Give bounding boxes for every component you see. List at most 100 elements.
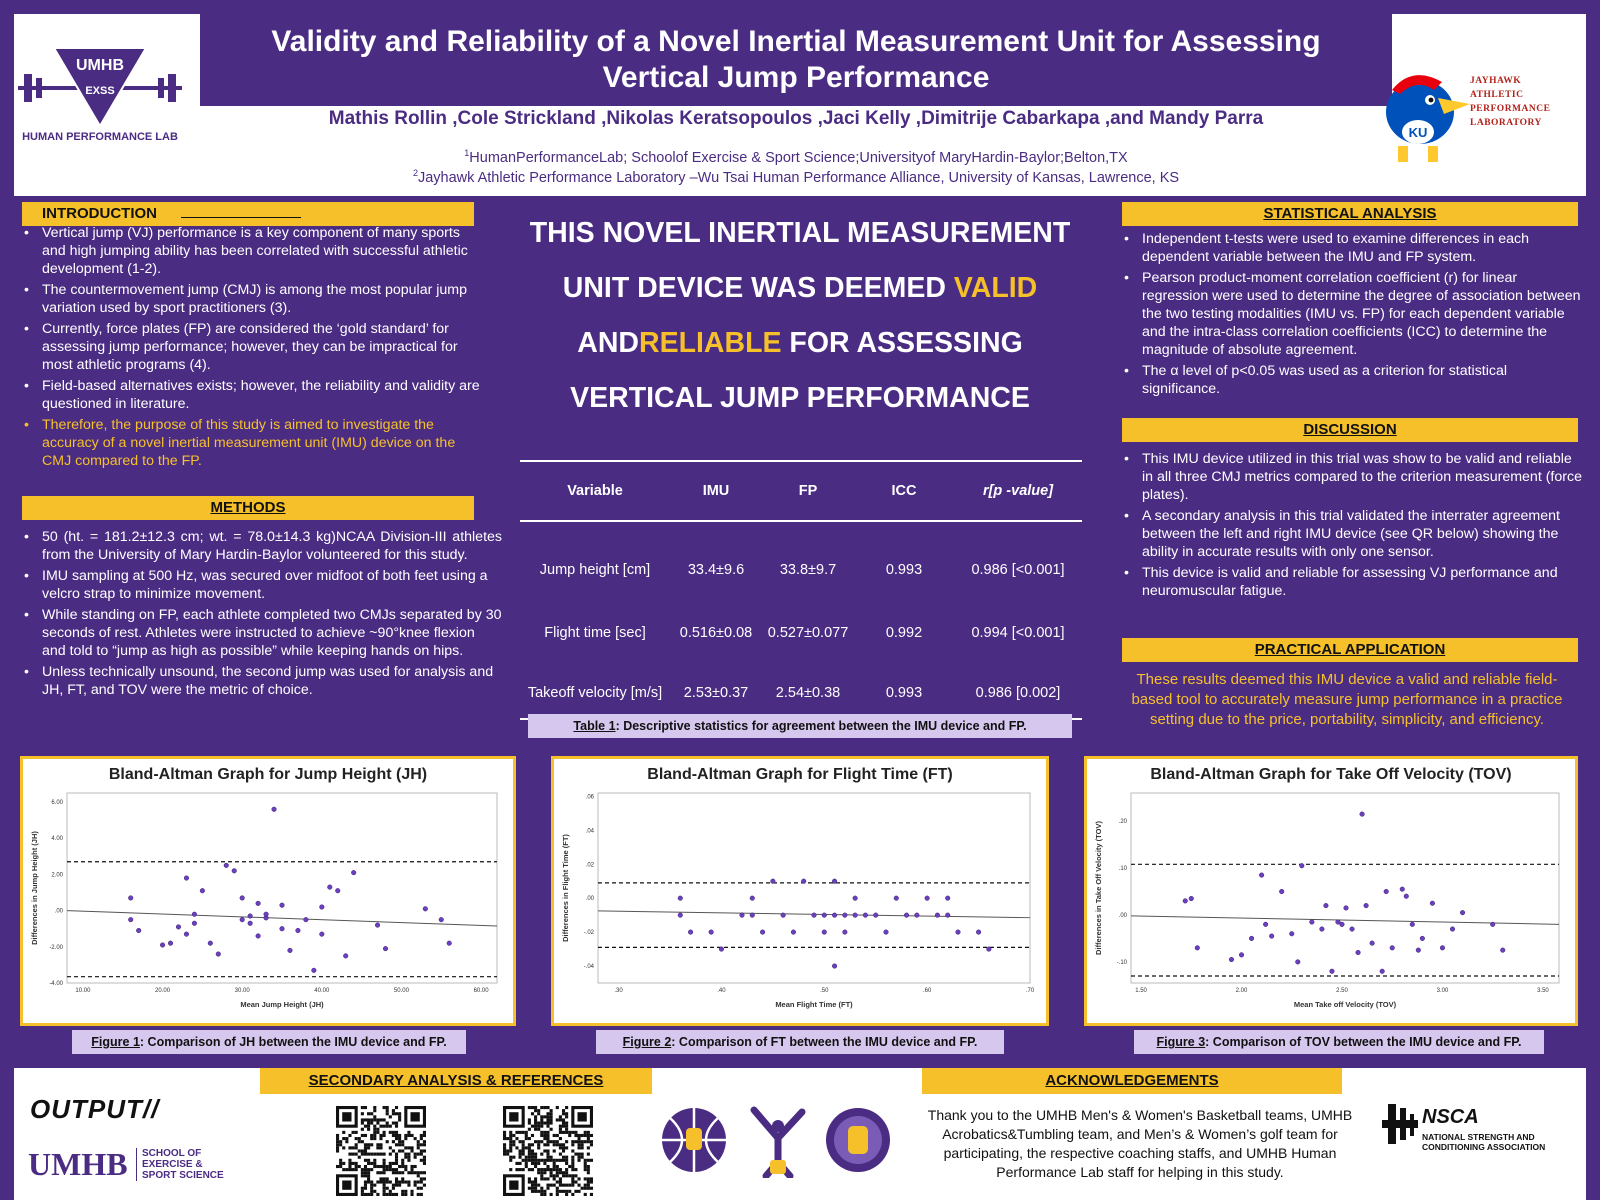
data-point xyxy=(1188,896,1194,902)
table-cell: Takeoff velocity [m/s] xyxy=(520,667,670,720)
qr-module xyxy=(537,1143,541,1147)
qr-module xyxy=(527,1146,531,1150)
data-point xyxy=(207,940,213,946)
qr-module xyxy=(537,1121,541,1125)
qr-module xyxy=(363,1164,368,1169)
qr-module xyxy=(354,1143,358,1147)
x-tick-label: 3.50 xyxy=(1537,988,1549,994)
qr-module xyxy=(552,1168,556,1172)
data-point xyxy=(263,911,269,917)
qr-module xyxy=(534,1155,538,1159)
qr-module xyxy=(367,1174,371,1178)
data-point xyxy=(1459,910,1466,916)
data-point xyxy=(770,878,776,884)
data-point xyxy=(893,895,899,901)
qr-module xyxy=(530,1152,535,1156)
qr-module xyxy=(379,1164,383,1169)
qr-module xyxy=(503,1152,507,1156)
qr-module xyxy=(354,1161,358,1165)
qr-module xyxy=(503,1133,507,1138)
qr-module xyxy=(521,1149,525,1153)
qr-module xyxy=(577,1155,581,1159)
qr-module xyxy=(530,1161,535,1165)
qr-module xyxy=(394,1180,399,1184)
table-cell: 0.516±0.08 xyxy=(679,625,753,641)
qr-module xyxy=(354,1164,358,1169)
qr-module xyxy=(360,1118,364,1122)
qr-module xyxy=(561,1146,566,1150)
ack-heading: ACKNOWLEDGEMENTS xyxy=(922,1068,1342,1094)
methods-item: 50 (ht. = 181.2±12.3 cm; wt. = 78.0±14.3… xyxy=(22,528,502,564)
qr-module xyxy=(382,1106,386,1110)
qr-module xyxy=(565,1158,569,1162)
qr-module xyxy=(549,1140,553,1144)
data-point xyxy=(976,929,982,935)
data-point xyxy=(215,951,221,957)
qr-module xyxy=(589,1158,593,1162)
qr-module xyxy=(586,1180,590,1184)
qr-module xyxy=(391,1109,395,1113)
qr-module xyxy=(534,1158,538,1162)
x-tick-label: 30.00 xyxy=(235,988,251,994)
data-point xyxy=(191,920,197,926)
data-point xyxy=(1329,968,1335,974)
qr-module xyxy=(379,1137,383,1141)
qr-module xyxy=(404,1189,408,1193)
qr-module xyxy=(342,1161,346,1165)
qr-module xyxy=(398,1183,402,1187)
qr-module xyxy=(561,1143,566,1147)
y-tick-label: .00 xyxy=(55,909,64,915)
qr-module xyxy=(388,1164,392,1169)
qr-module xyxy=(555,1143,559,1147)
qr-module xyxy=(385,1109,389,1113)
qr-module xyxy=(422,1177,426,1181)
data-point xyxy=(128,917,134,923)
qr-module xyxy=(555,1192,559,1196)
qr-module xyxy=(586,1158,590,1162)
qr-module xyxy=(565,1115,569,1119)
data-point xyxy=(677,895,683,901)
qr-module xyxy=(394,1158,399,1162)
qr-module xyxy=(382,1164,386,1169)
x-tick-label: 10.00 xyxy=(75,988,91,994)
qr-module xyxy=(580,1143,584,1147)
qr-module xyxy=(394,1177,399,1181)
qr-module xyxy=(521,1140,525,1144)
discussion-item: This device is valid and reliable for as… xyxy=(1122,564,1582,600)
qr-module xyxy=(373,1189,377,1193)
data-point xyxy=(1355,949,1361,956)
figure-3-box: Bland-Altman Graph for Take Off Velocity… xyxy=(1084,756,1578,1026)
data-point xyxy=(924,895,930,901)
qr-module xyxy=(394,1143,399,1147)
qr-module xyxy=(565,1121,569,1125)
qr-module xyxy=(546,1140,550,1144)
data-point xyxy=(382,946,389,952)
qr-module xyxy=(540,1118,544,1122)
data-point xyxy=(1299,863,1305,869)
qr-module xyxy=(416,1152,420,1156)
qr-module xyxy=(580,1152,584,1156)
qr-module xyxy=(360,1189,364,1193)
qr-code-references-icon[interactable] xyxy=(503,1106,593,1196)
x-tick-label: 50.00 xyxy=(394,988,410,994)
data-point xyxy=(821,912,827,918)
methods-list: 50 (ht. = 181.2±12.3 cm; wt. = 78.0±14.3… xyxy=(22,528,502,702)
qr-module xyxy=(379,1152,383,1156)
qr-module xyxy=(571,1164,575,1169)
qr-module xyxy=(348,1158,352,1162)
qr-module xyxy=(382,1183,386,1187)
data-point xyxy=(1279,888,1285,895)
qr-module xyxy=(527,1155,531,1159)
methods-item: IMU sampling at 500 Hz, was secured over… xyxy=(22,567,502,603)
qr-module xyxy=(589,1143,593,1147)
qr-module xyxy=(540,1130,544,1134)
qr-module xyxy=(558,1143,562,1147)
qr-module xyxy=(586,1146,590,1150)
key-finding-line-3: ANDRELIABLE FOR ASSESSING xyxy=(505,316,1095,371)
qr-module xyxy=(561,1183,566,1187)
qr-module xyxy=(515,1146,519,1150)
qr-module xyxy=(394,1124,399,1128)
qr-module xyxy=(583,1161,587,1165)
qr-module xyxy=(568,1183,572,1187)
qr-code-secondary-icon[interactable] xyxy=(336,1106,426,1196)
